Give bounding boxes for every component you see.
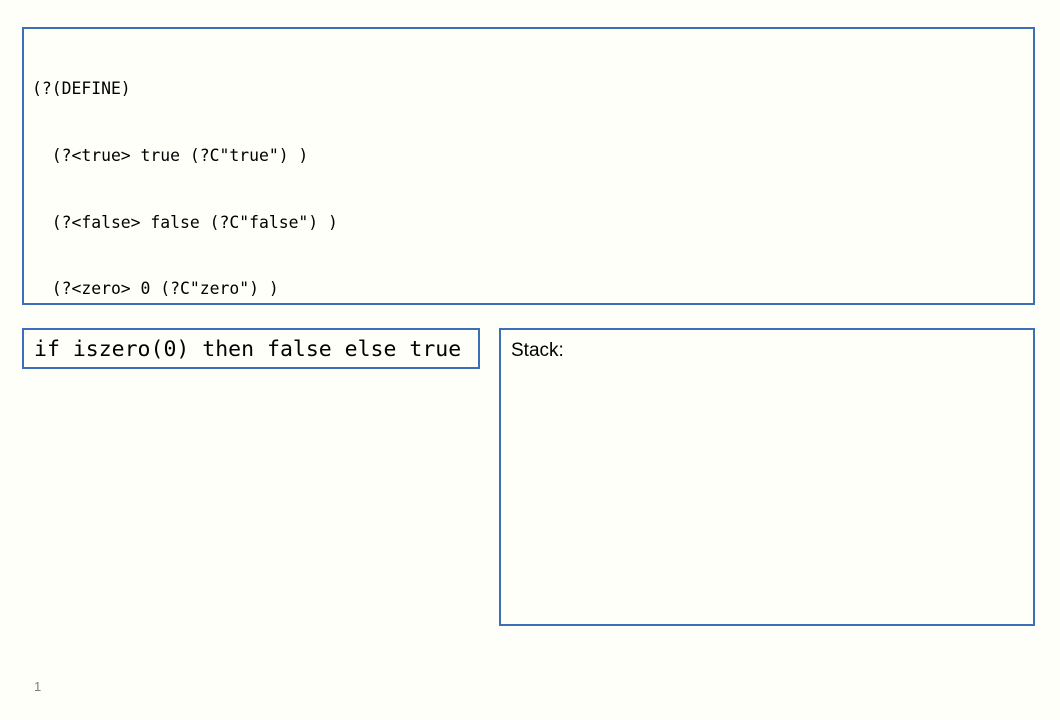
stack-title: Stack: <box>511 340 564 361</box>
code-line: (?<true> true (?C"true") ) <box>32 146 309 165</box>
stack-panel[interactable]: Stack: <box>499 328 1035 626</box>
expression-box[interactable]: if iszero(0) then false else true <box>22 328 480 369</box>
regex-code-block: (?(DEFINE) (?<true> true (?C"true") ) (?… <box>32 34 1031 303</box>
page-number: 1 <box>34 679 42 694</box>
expression-text: if iszero(0) then false else true <box>34 337 462 362</box>
code-line: (?<false> false (?C"false") ) <box>32 212 338 232</box>
code-line: (?<zero> 0 (?C"zero") ) <box>32 279 279 299</box>
regex-grammar-panel[interactable]: (?(DEFINE) (?<true> true (?C"true") ) (?… <box>22 27 1035 305</box>
code-line: (?(DEFINE) <box>32 79 131 99</box>
